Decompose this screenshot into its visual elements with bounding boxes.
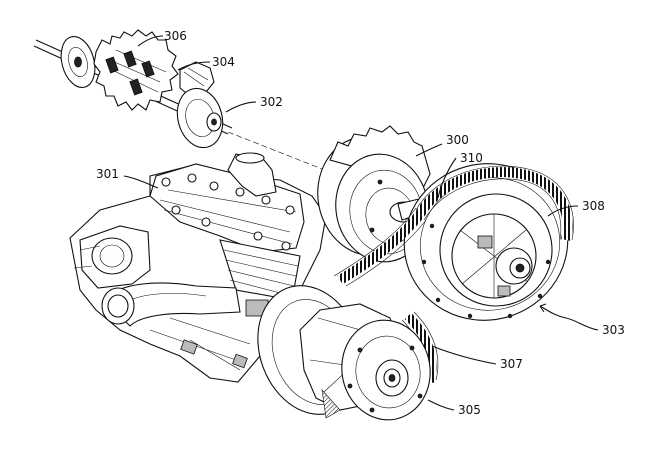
leader-lines <box>123 35 599 411</box>
sheave-306 <box>60 35 96 89</box>
sheave-302 <box>176 87 224 149</box>
driven-pulley-308 <box>403 163 569 321</box>
drive-belt-307 <box>333 165 574 385</box>
drive-pulley-305 <box>257 285 431 421</box>
label-307: 307 <box>500 357 523 371</box>
label-304: 304 <box>212 55 235 69</box>
exploded-clutch-assembly <box>33 29 346 179</box>
label-310: 310 <box>460 151 483 165</box>
label-302: 302 <box>260 95 283 109</box>
label-308: 308 <box>582 199 605 213</box>
reference-numerals: 306 304 302 300 310 301 308 303 307 305 <box>96 29 625 417</box>
label-305: 305 <box>458 403 481 417</box>
label-306: 306 <box>164 29 187 43</box>
head-bolts <box>161 173 295 251</box>
pulley-hub <box>451 213 537 299</box>
label-303: 303 <box>602 323 625 337</box>
label-300: 300 <box>446 133 469 147</box>
label-301: 301 <box>96 167 119 181</box>
spider-304 <box>93 29 215 111</box>
